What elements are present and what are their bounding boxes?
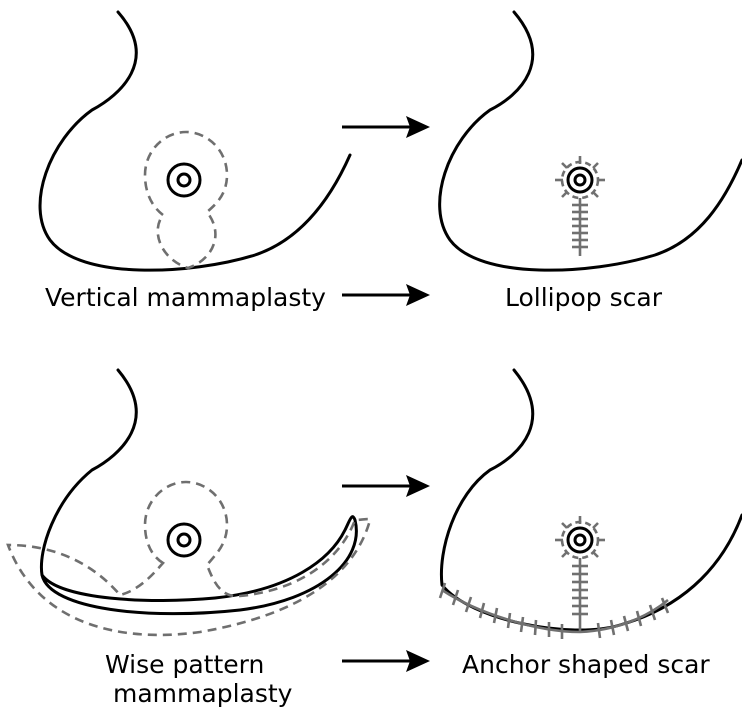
vertical-mammaplasty-drawing — [40, 12, 350, 270]
vertical-scar — [572, 558, 588, 632]
label-wise-pattern-line1: Wise pattern — [105, 650, 264, 680]
label-vertical-mammaplasty: Vertical mammaplasty — [45, 283, 326, 313]
vertical-scar — [572, 198, 588, 256]
arrow-vertical-label — [342, 284, 430, 306]
label-anchor-shaped-scar: Anchor shaped scar — [462, 650, 710, 680]
breast-outline — [441, 370, 742, 630]
breast-outline — [41, 370, 356, 614]
breast-outline — [40, 12, 350, 270]
nipple-areola-icon — [568, 168, 592, 192]
arrow-bottom-drawing — [342, 475, 430, 497]
nipple-areola-icon — [568, 528, 592, 552]
arrow-top-drawing — [342, 116, 430, 138]
anchor-scar-drawing — [440, 370, 742, 639]
inframammary-scar — [440, 583, 668, 639]
nipple-areola-icon — [168, 164, 200, 196]
wise-pattern-drawing — [8, 370, 370, 635]
keyhole-incision-dashed — [145, 132, 227, 268]
nipple-areola-icon — [168, 524, 200, 556]
breast-outline — [440, 12, 742, 270]
arrow-wise-label — [342, 650, 430, 672]
label-wise-pattern-line2: mammaplasty — [113, 679, 292, 709]
label-lollipop-scar: Lollipop scar — [505, 283, 662, 313]
lollipop-scar-drawing — [440, 12, 742, 270]
